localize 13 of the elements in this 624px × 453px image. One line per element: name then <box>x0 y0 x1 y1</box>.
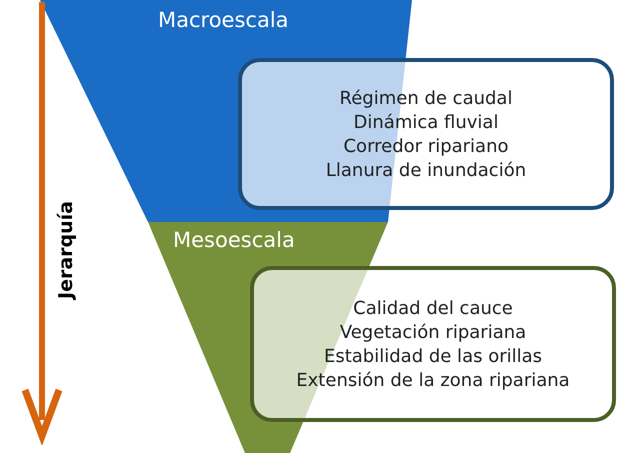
info-box <box>238 58 614 210</box>
list-item: Dinámica fluvial <box>354 112 498 132</box>
list-item: Calidad del cauce <box>353 298 513 318</box>
band-title: Macroescala <box>158 8 289 32</box>
list-item: Llanura de inundación <box>326 160 526 180</box>
list-item: Corredor ripariano <box>343 136 508 156</box>
list-item: Estabilidad de las orillas <box>324 346 542 366</box>
band-title: Mesoescala <box>173 228 295 252</box>
list-item: Extensión de la zona ripariana <box>296 370 570 390</box>
list-item: Vegetación ripariana <box>340 322 526 342</box>
list-item: Régimen de caudal <box>340 88 512 108</box>
axis-label: Jerarquía <box>55 201 77 299</box>
info-box <box>250 266 616 422</box>
